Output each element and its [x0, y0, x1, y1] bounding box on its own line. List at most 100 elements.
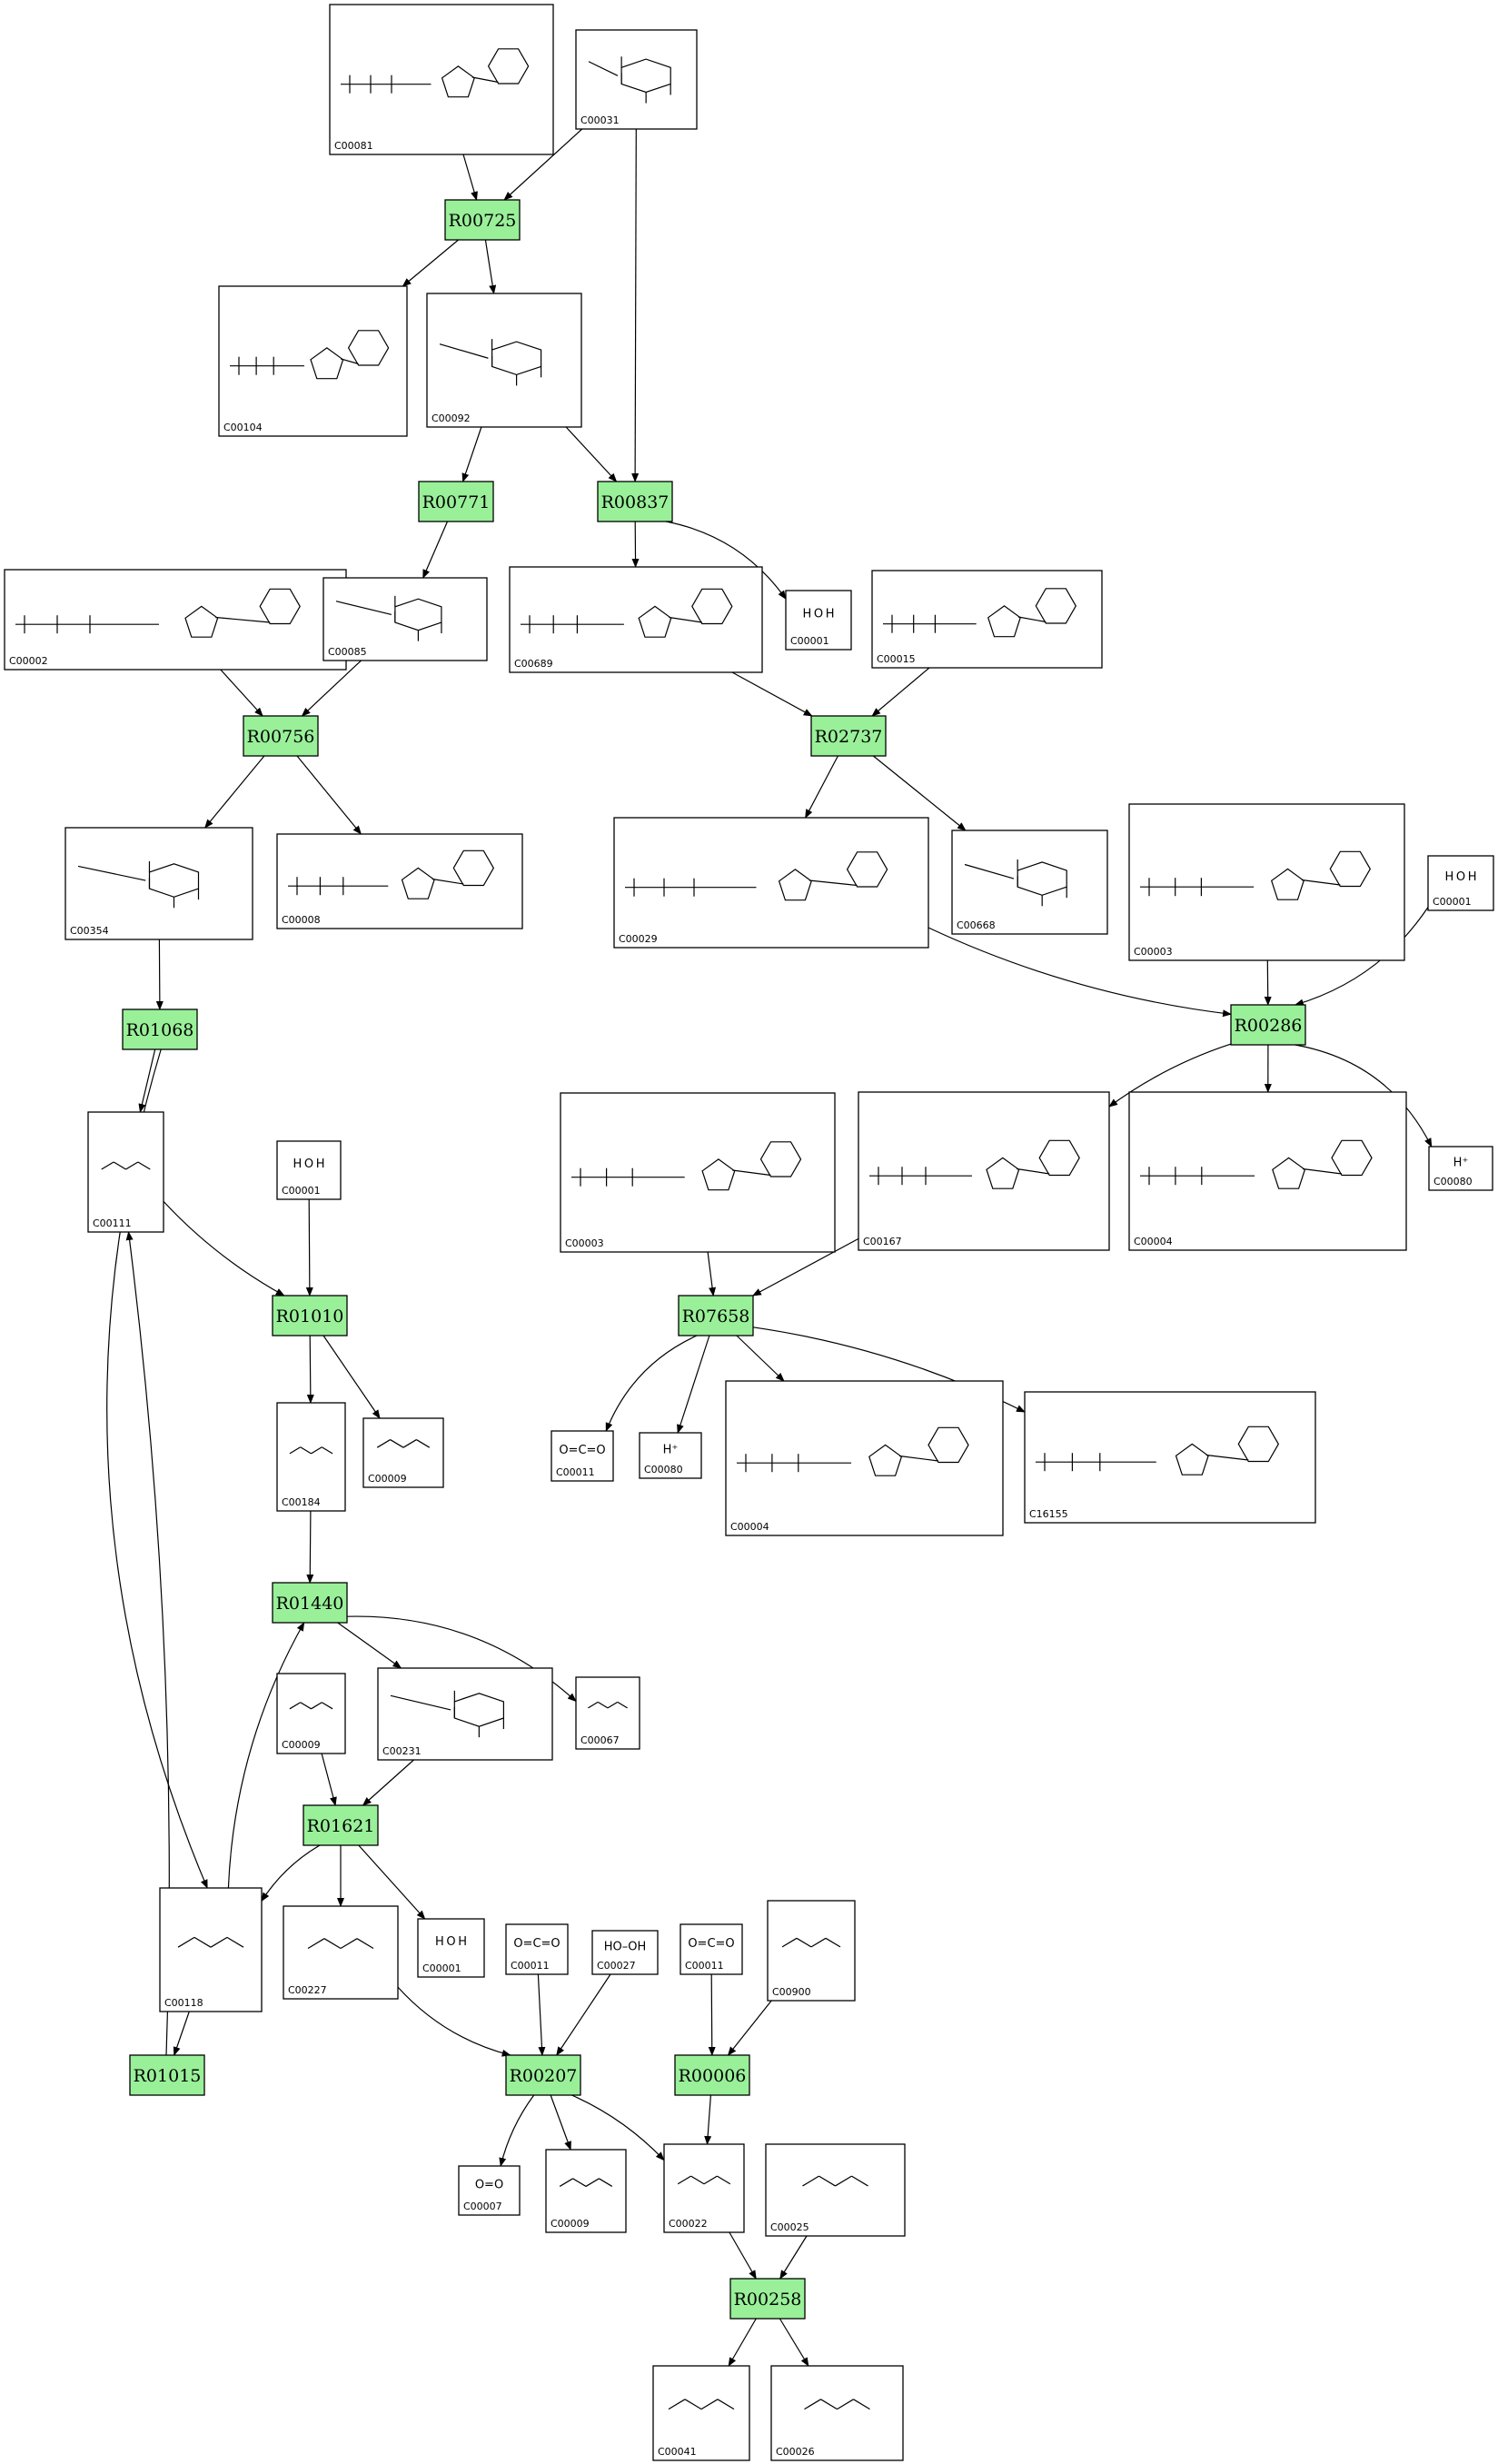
edge-c00354-R01068 — [155, 939, 164, 1010]
reaction-node-r00771[interactable]: R00771 — [418, 481, 494, 522]
compound-box — [276, 1402, 346, 1512]
reaction-node-r00207[interactable]: R00207 — [505, 2054, 581, 2096]
compound-box — [276, 1673, 346, 1754]
compound-node-c00003b[interactable]: C00003 — [560, 1092, 836, 1253]
reaction-node-r00006[interactable]: R00006 — [674, 2054, 750, 2096]
compound-id: C00668 — [957, 919, 996, 931]
edge-R00771-c00085 — [422, 521, 449, 579]
reaction-box — [272, 1582, 348, 1624]
compound-node-c00011a[interactable]: O=C=O C00011 — [551, 1430, 614, 1482]
reaction-node-r01010[interactable]: R01010 — [272, 1295, 348, 1336]
compound-node-c00184[interactable]: C00184 — [276, 1402, 346, 1512]
reaction-node-r01068[interactable]: R01068 — [122, 1008, 198, 1050]
compound-node-c00031[interactable]: C00031 — [575, 29, 698, 130]
reaction-node-r00286[interactable]: R00286 — [1230, 1004, 1306, 1046]
compound-node-c00004a[interactable]: C00004 — [1128, 1091, 1407, 1251]
compound-node-c00081[interactable]: C00081 — [329, 4, 554, 155]
compound-id: C00029 — [619, 933, 658, 945]
compound-node-c00008[interactable]: C00008 — [276, 833, 523, 929]
compound-formula: O=C=O — [559, 1444, 605, 1457]
compound-box — [951, 830, 1108, 935]
compound-node-c00104[interactable]: C00104 — [218, 285, 408, 437]
compound-node-c00085[interactable]: C00085 — [322, 577, 488, 661]
compound-id: C00003 — [565, 1237, 604, 1249]
compound-node-c00002[interactable]: C00002 — [4, 569, 347, 671]
compound-node-c16155[interactable]: C16155 — [1024, 1391, 1316, 1524]
compound-id: C00900 — [772, 1986, 811, 1998]
compound-node-c00015[interactable]: C00015 — [871, 570, 1103, 669]
edge-c00025-R00258 — [779, 2235, 808, 2280]
edge-R01621-c00001d — [358, 1844, 426, 1920]
compound-node-c00004b[interactable]: C00004 — [725, 1380, 1004, 1536]
compound-node-c00009a[interactable]: C00009 — [362, 1417, 444, 1488]
compound-node-c00080a[interactable]: H⁺C00080 — [1428, 1146, 1493, 1191]
edge-R00286-c00167 — [1108, 1043, 1232, 1108]
compound-node-c00900[interactable]: C00900 — [767, 1900, 856, 2002]
compound-node-c00025[interactable]: C00025 — [765, 2143, 906, 2237]
compound-node-c00668[interactable]: C00668 — [951, 830, 1108, 935]
compound-node-c00026[interactable]: C00026 — [770, 2365, 904, 2461]
structure-sketch — [15, 588, 301, 638]
compound-node-c00231[interactable]: C00231 — [377, 1667, 553, 1761]
reaction-node-r01621[interactable]: R01621 — [303, 1804, 379, 1846]
reaction-node-r00837[interactable]: R00837 — [597, 481, 673, 522]
compound-node-c00227[interactable]: C00227 — [283, 1905, 399, 2000]
compound-node-c00029[interactable]: C00029 — [613, 817, 929, 949]
reaction-box — [597, 481, 673, 522]
compound-node-c00041[interactable]: C00041 — [652, 2365, 750, 2461]
reaction-label: R00286 — [1235, 1016, 1303, 1036]
structure-sketch — [559, 2178, 613, 2187]
compound-node-c00080b[interactable]: H⁺C00080 — [639, 1432, 702, 1479]
reaction-node-r00258[interactable]: R00258 — [729, 2278, 806, 2320]
edge-c00092-R00771 — [461, 426, 482, 482]
edge-c00002-R00756 — [220, 669, 263, 717]
compound-node-c00067[interactable]: C00067 — [575, 1676, 640, 1750]
compound-node-c00167[interactable]: C00167 — [858, 1091, 1110, 1251]
compound-formula: H O H — [1445, 870, 1477, 884]
edge-R02737-c00668 — [872, 755, 967, 831]
compound-id: C00184 — [282, 1496, 321, 1508]
compound-box — [575, 1676, 640, 1750]
reaction-label: R00006 — [679, 2066, 747, 2086]
compound-node-c00118[interactable]: C00118 — [159, 1887, 263, 2012]
reaction-node-r00725[interactable]: R00725 — [444, 199, 521, 241]
compound-id: C00011 — [556, 1466, 595, 1478]
compound-node-c00354[interactable]: C00354 — [64, 827, 253, 940]
compound-node-c00022[interactable]: C00022 — [663, 2143, 745, 2233]
compound-id: C00011 — [685, 1960, 724, 1972]
compound-node-c00009b[interactable]: C00009 — [276, 1673, 346, 1754]
reaction-node-r00756[interactable]: R00756 — [243, 715, 319, 757]
compound-box — [87, 1111, 164, 1233]
compound-box — [680, 1923, 743, 1975]
edge-c00001c-R01010 — [305, 1198, 313, 1297]
compound-node-c00003a[interactable]: C00003 — [1128, 803, 1405, 961]
compound-node-c00009c[interactable]: C00009 — [545, 2149, 627, 2233]
compound-box — [591, 1930, 659, 1975]
compound-box — [509, 566, 763, 673]
edge-c00031-R00837 — [631, 128, 640, 482]
edge-R00006-c00022 — [704, 2094, 712, 2145]
reaction-label: R00207 — [510, 2066, 578, 2086]
reaction-box — [505, 2054, 581, 2096]
structure-sketch — [77, 860, 200, 909]
reaction-node-r07658[interactable]: R07658 — [678, 1295, 754, 1336]
edge-R07658-c00080b — [677, 1335, 710, 1434]
reaction-box — [678, 1295, 754, 1336]
reaction-node-r02737[interactable]: R02737 — [810, 715, 887, 757]
reaction-node-r01440[interactable]: R01440 — [272, 1582, 348, 1624]
compound-box — [639, 1432, 702, 1479]
reaction-node-r01015[interactable]: R01015 — [129, 2054, 205, 2096]
reaction-label: R00771 — [422, 492, 491, 512]
compound-node-c00689[interactable]: C00689 — [509, 566, 763, 673]
structure-sketch — [1036, 1426, 1279, 1475]
compound-node-c00111[interactable]: C00111 — [87, 1111, 164, 1233]
compound-node-c00092[interactable]: C00092 — [426, 293, 582, 428]
